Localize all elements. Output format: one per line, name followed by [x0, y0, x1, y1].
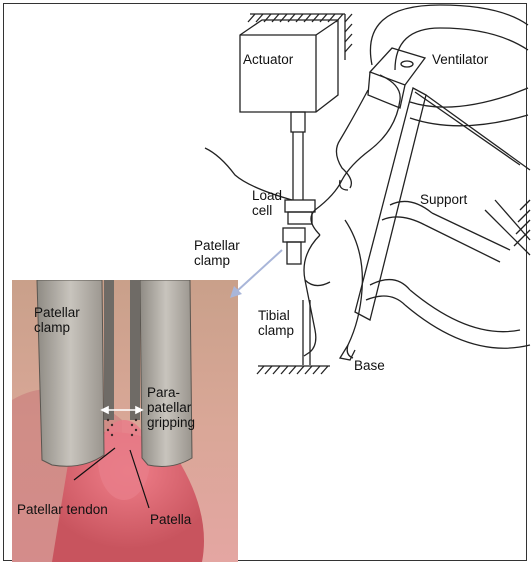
label-patellar-clamp-diagram: Patellar clamp: [194, 238, 240, 268]
label-patella: Patella: [150, 512, 191, 527]
label-parapatellar-gripping: Para- patellar gripping: [147, 385, 195, 430]
right-hatch: [514, 200, 530, 246]
label-ventilator: Ventilator: [432, 52, 488, 67]
label-tibial-clamp: Tibial clamp: [258, 308, 294, 338]
rat-body: [304, 75, 400, 360]
base-hatch: [257, 366, 330, 374]
patellar-clamp-part: [283, 228, 305, 264]
rod: [291, 112, 305, 200]
label-load-cell: Load cell: [252, 188, 282, 218]
label-base: Base: [354, 358, 385, 373]
label-patellar-clamp-photo: Patellar clamp: [34, 305, 80, 335]
label-actuator: Actuator: [243, 52, 293, 67]
support-frame: [355, 88, 530, 348]
label-support: Support: [420, 192, 467, 207]
label-patellar-tendon: Patellar tendon: [17, 502, 108, 517]
